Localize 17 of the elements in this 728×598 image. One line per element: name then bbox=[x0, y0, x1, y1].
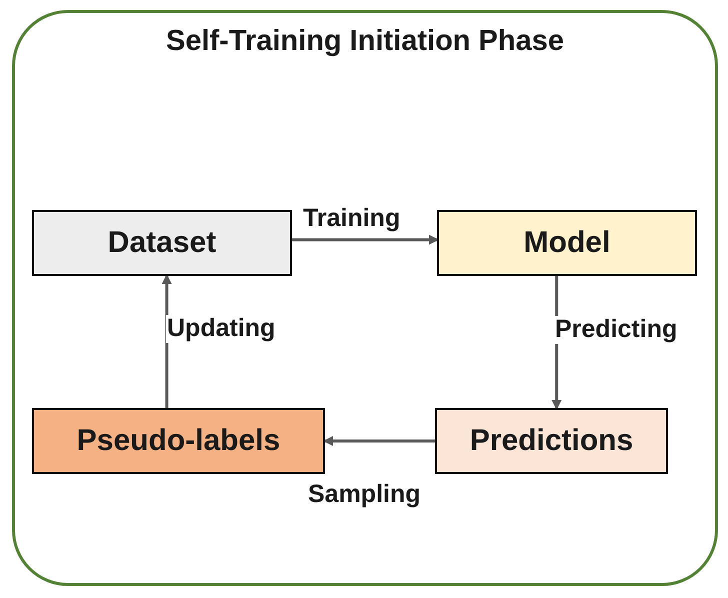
arrow bbox=[162, 274, 172, 408]
box-label: Pseudo-labels bbox=[76, 424, 280, 458]
arrow bbox=[323, 436, 435, 446]
edge-label: Predicting bbox=[554, 316, 678, 344]
box-label: Predictions bbox=[470, 424, 634, 458]
phase-frame bbox=[12, 10, 718, 586]
box-label: Model bbox=[524, 226, 610, 260]
arrow bbox=[292, 234, 439, 245]
edge-label: Training bbox=[302, 205, 402, 232]
edge-label: Updating bbox=[166, 315, 276, 342]
phase-title: Self-Training Initiation Phase bbox=[165, 25, 565, 58]
process-box bbox=[32, 408, 325, 474]
edge-label: Sampling bbox=[307, 481, 422, 508]
box-label: Dataset bbox=[108, 226, 216, 260]
process-box bbox=[437, 210, 697, 276]
process-box bbox=[32, 210, 292, 276]
process-box bbox=[435, 408, 668, 474]
